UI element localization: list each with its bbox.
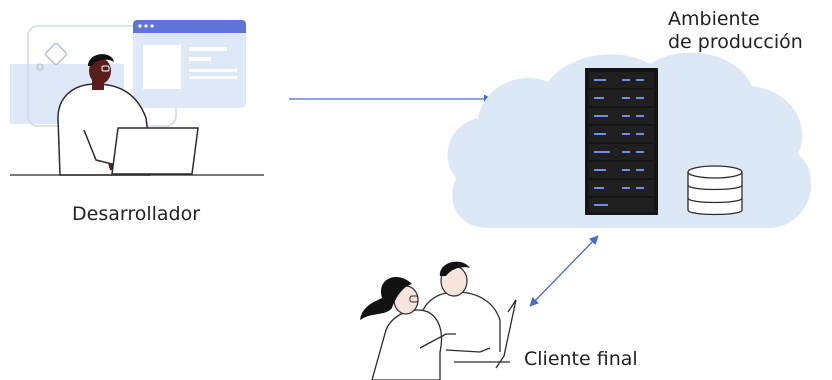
diamond-shape — [44, 42, 68, 66]
client-access-arrow — [529, 235, 599, 307]
production-environment-label: Ambiente de producción — [668, 8, 803, 54]
developer-illustration — [10, 20, 264, 176]
developer-label: Desarrollador — [72, 203, 201, 225]
browser-window-icon — [133, 20, 246, 108]
small-circle-shape — [36, 63, 44, 71]
production-environment-label-line2: de producción — [668, 31, 803, 53]
two-people-at-laptop-icon — [360, 261, 517, 380]
server-rack-icon — [585, 68, 658, 215]
production-environment-label-line1: Ambiente — [668, 8, 760, 30]
database-icon — [687, 165, 743, 216]
end-client-label: Cliente final — [524, 348, 638, 370]
person-at-laptop-icon — [10, 54, 264, 176]
